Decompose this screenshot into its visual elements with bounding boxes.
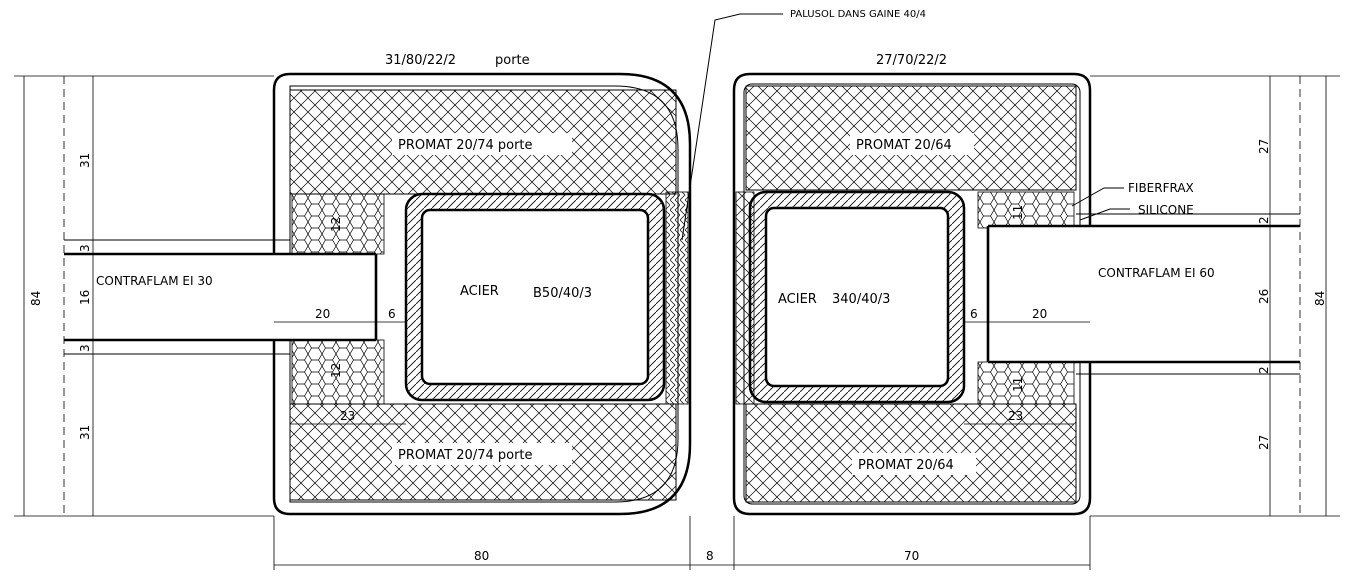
left-bottom-insulation-label: PROMAT 20/74 porte — [398, 448, 533, 463]
left-width-dim: 80 — [474, 549, 489, 563]
left-total-dim: 84 — [29, 291, 43, 306]
right-rebate-dim: 20 — [1032, 307, 1047, 321]
left-bottom-insulation — [289, 403, 677, 501]
left-top-dim: 31 — [78, 153, 92, 168]
seal-note-leader — [681, 13, 783, 241]
right-total-dim: 84 — [1313, 291, 1327, 306]
silicone-label: SILICONE — [1138, 203, 1194, 217]
left-gap-bottom-dim: 3 — [78, 344, 92, 352]
right-top-dim: 27 — [1257, 139, 1271, 154]
right-block-bottom-dim: 11 — [1011, 377, 1025, 392]
dimensions: 84 31 3 16 3 31 20 6 23 12 12 80 8 70 84… — [14, 75, 1340, 570]
right-bottom-setting-block — [977, 361, 1075, 405]
left-bottom-setting-block — [291, 339, 385, 405]
right-glass-thickness-dim: 26 — [1257, 289, 1271, 304]
left-glass-label: CONTRAFLAM EI 30 — [96, 274, 213, 288]
right-outer-shell — [732, 72, 1092, 516]
seal-note-label: PALUSOL DANS GAINE 40/4 — [790, 9, 926, 20]
right-glass — [988, 226, 1300, 362]
left-block-bottom-dim: 12 — [329, 363, 343, 378]
right-steel-spec: 340/40/3 — [832, 292, 890, 307]
right-block-top-dim: 11 — [1011, 205, 1025, 220]
right-steel-word: ACIER — [778, 292, 817, 307]
left-profile-label: 31/80/22/2 — [385, 53, 456, 68]
left-top-insulation-label: PROMAT 20/74 porte — [398, 138, 533, 153]
fiberfrax-leader — [1071, 187, 1124, 207]
left-profile-suffix-label: porte — [495, 53, 530, 68]
right-top-insulation-label-bg — [850, 133, 974, 155]
left-block-top-dim: 12 — [329, 217, 343, 232]
right-profile: PROMAT 20/64 PROMAT 20/64 ACIER 340/40/3… — [732, 72, 1300, 516]
right-glass-label: CONTRAFLAM EI 60 — [1098, 266, 1215, 280]
left-top-insulation-label-bg — [392, 133, 572, 155]
left-top-setting-block — [291, 193, 385, 255]
silicone-leader — [1079, 208, 1130, 221]
left-bottom-insulation-label-bg — [392, 443, 572, 465]
right-bottom-insulation-label-bg — [852, 453, 976, 475]
right-top-insulation-label: PROMAT 20/64 — [856, 138, 952, 153]
right-gap-bottom-dim: 2 — [1257, 366, 1271, 374]
right-gap-dim: 6 — [970, 307, 978, 321]
right-top-setting-block — [977, 191, 1075, 229]
left-steel-spec: B50/40/3 — [533, 286, 592, 301]
left-glass-thickness-dim: 16 — [78, 290, 92, 305]
joint-dim: 8 — [706, 549, 714, 563]
right-steel-tube-inner — [764, 206, 950, 388]
left-glass — [64, 254, 376, 340]
right-bottom-dim: 27 — [1257, 435, 1271, 450]
right-profile-label: 27/70/22/2 — [876, 53, 947, 68]
right-bottom-insulation-label: PROMAT 20/64 — [858, 458, 954, 473]
left-profile: PROMAT 20/74 porte PROMAT 20/74 porte AC… — [64, 72, 692, 516]
right-width-dim: 70 — [904, 549, 919, 563]
left-gap-top-dim: 3 — [78, 244, 92, 252]
left-palusol-strip — [665, 191, 689, 405]
right-setting-dim: 23 — [1008, 409, 1023, 423]
right-gap-top-dim: 2 — [1257, 216, 1271, 224]
left-steel-tube-inner — [420, 208, 650, 386]
left-gap-dim: 6 — [388, 307, 396, 321]
left-steel-word: ACIER — [460, 284, 499, 299]
left-bottom-dim: 31 — [78, 425, 92, 440]
left-rebate-dim: 20 — [315, 307, 330, 321]
left-setting-dim: 23 — [340, 409, 355, 423]
fiberfrax-label: FIBERFRAX — [1128, 181, 1194, 195]
